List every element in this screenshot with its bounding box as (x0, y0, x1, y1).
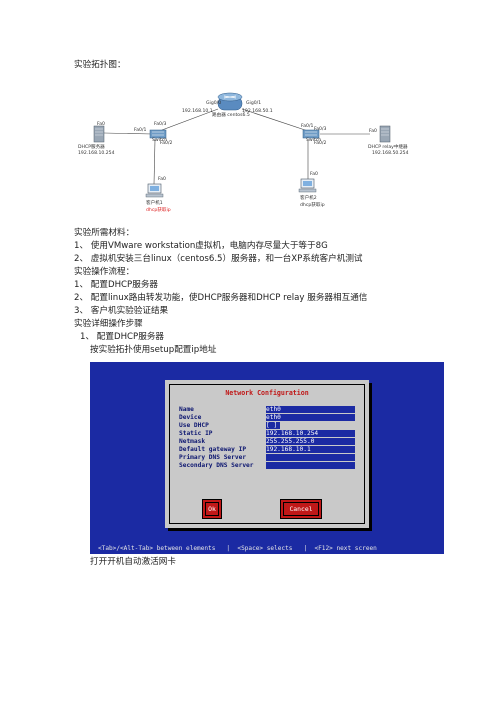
router-right-ip: 192.168.50.1 (242, 108, 273, 114)
field-label: Default gateway IP (179, 446, 247, 453)
flow-item: 1、 配置DHCP服务器 (74, 280, 159, 290)
right-switch-port: Fa0/2 (314, 140, 327, 146)
use-dhcp-checkbox[interactable]: [ ] (266, 422, 280, 429)
gateway-input[interactable]: 192.168.10.1 (266, 446, 355, 453)
field-label: Use DHCP (179, 422, 209, 429)
setup-terminal-screenshot: Network Configuration Name eth0 Device e… (90, 362, 444, 554)
client1-name: 客户机1 (146, 199, 163, 206)
netmask-input[interactable]: 255.255.255.0 (266, 438, 355, 445)
computer-icon (145, 183, 164, 198)
cancel-button-label: Cancel (283, 502, 319, 516)
relay-server-port: Fa0 (369, 128, 377, 134)
secondary-dns-input[interactable] (266, 462, 355, 469)
dialog-frame: Network Configuration Name eth0 Device e… (169, 384, 365, 524)
field-label: Secondary DNS Server (179, 462, 254, 469)
relay-server-name: DHCP relay中继器 (368, 143, 408, 150)
steps-heading: 实验详细操作步骤 (74, 319, 143, 329)
step1-description: 按实验拓扑使用setup配置ip地址 (90, 345, 217, 355)
left-switch-port: Fa0/1 (134, 127, 147, 133)
router-icon (217, 92, 243, 111)
dhcp-server-name: DHCP服务器 (78, 143, 105, 150)
field-label: Device (179, 414, 202, 421)
dialog-title: Network Configuration (223, 389, 311, 397)
right-switch-label: Switch (306, 137, 321, 143)
flow-heading: 实验操作流程： (74, 267, 135, 277)
dhcp-server-ip: 192.168.10.254 (78, 150, 115, 156)
field-label: Primary DNS Server (179, 454, 247, 461)
field-label: Netmask (179, 438, 206, 445)
client2-note: dhcp获取ip (300, 201, 325, 208)
right-switch-port: Fa0/3 (314, 126, 327, 132)
left-switch-port: Fa0/2 (160, 140, 173, 146)
computer-icon (298, 178, 317, 193)
ok-button[interactable]: Ok (202, 499, 222, 519)
client1-port: Fa0 (158, 176, 166, 182)
materials-heading: 实验所需材料： (74, 228, 135, 238)
materials-item: 2、 虚拟机安装三台linux（centos6.5）服务器，和一台XP系统客户机… (74, 254, 363, 264)
client1-note: dhcp获取ip (146, 206, 171, 213)
field-label: Name (179, 406, 194, 413)
device-input[interactable]: eth0 (266, 414, 355, 421)
dhcp-server-port: Fa0 (97, 121, 105, 127)
switch-icon (302, 129, 320, 139)
step1-title: 1、 配置DHCP服务器 (80, 332, 165, 342)
left-switch-port: Fa0/3 (154, 121, 167, 127)
network-topology-diagram: Gig0/0 192.168.10.1 Gig0/1 192.168.50.1 … (78, 92, 409, 213)
client2-name: 客户机2 (300, 194, 317, 201)
primary-dns-input[interactable] (266, 454, 355, 461)
router-left-port: Gig0/0 (206, 100, 221, 106)
switch-icon (149, 129, 167, 139)
ok-button-label: Ok (205, 502, 219, 516)
materials-item: 1、 使用VMware workstation虚拟机，电脑内存尽量大于等于8G (74, 241, 328, 251)
topology-heading: 实验拓扑图： (74, 60, 126, 70)
static-ip-input[interactable]: 192.168.10.254 (266, 430, 355, 437)
router-right-port: Gig0/1 (246, 100, 261, 106)
left-switch-label: Switch (152, 137, 167, 143)
name-input[interactable]: eth0 (266, 406, 355, 413)
cancel-button[interactable]: Cancel (280, 499, 322, 519)
flow-item: 3、 客户机实验验证结果 (74, 306, 169, 316)
router-name: 路由器 centos6.5 (212, 111, 250, 118)
network-configuration-dialog: Network Configuration Name eth0 Device e… (165, 380, 369, 528)
terminal-help-bar: <Tab>/<Alt-Tab> between elements | <Spac… (98, 545, 377, 552)
relay-server-ip: 192.168.50.254 (372, 150, 409, 156)
topology-links (103, 108, 370, 185)
server-icon (93, 125, 105, 143)
after-text: 打开开机自动激活网卡 (90, 557, 176, 567)
client2-port: Fa0 (310, 171, 318, 177)
server-icon (379, 125, 391, 143)
field-label: Static IP (179, 430, 213, 437)
router-left-ip: 192.168.10.1 (182, 108, 213, 114)
right-switch-port: Fa0/1 (301, 123, 314, 129)
flow-item: 2、 配置linux路由转发功能，使DHCP服务器和DHCP relay 服务器… (74, 293, 368, 303)
